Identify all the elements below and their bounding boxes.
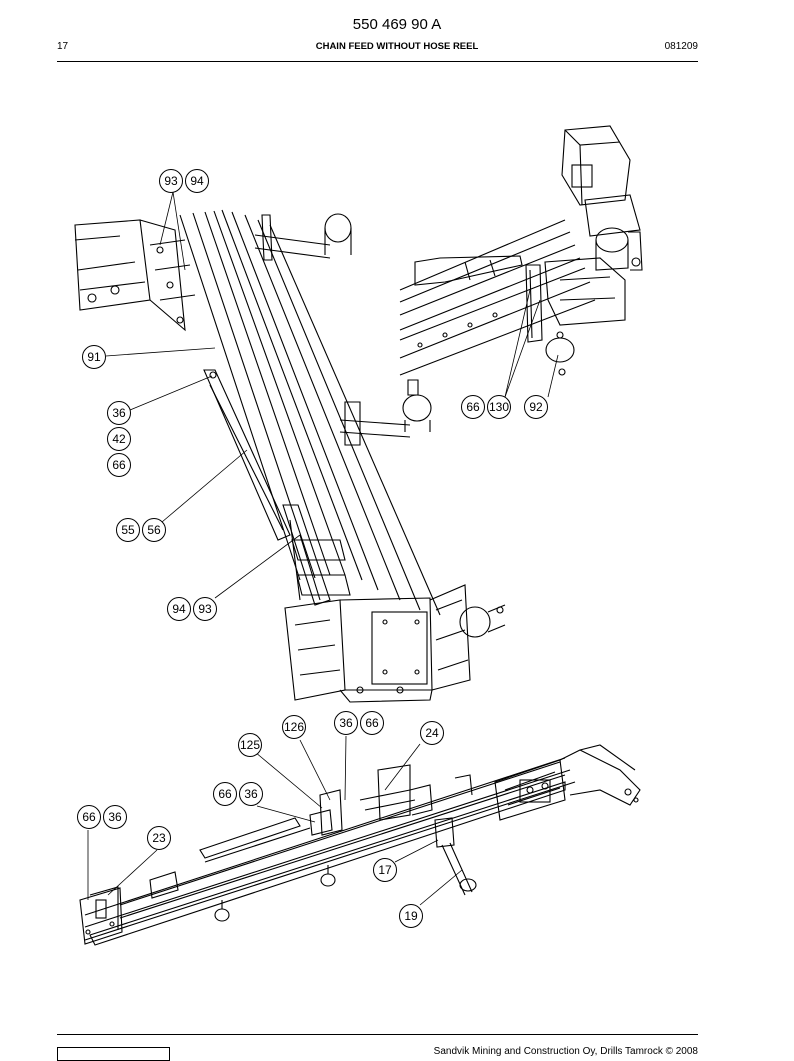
callout-66: 66 [213, 782, 237, 806]
callout-66: 66 [461, 395, 485, 419]
callout-91: 91 [82, 345, 106, 369]
callout-19: 19 [399, 904, 423, 928]
callout-24: 24 [420, 721, 444, 745]
header-rule [57, 61, 698, 62]
document-code: 550 469 90 A [352, 16, 442, 33]
callout-126: 126 [282, 715, 306, 739]
footer-rule [57, 1034, 698, 1035]
callout-36: 36 [103, 805, 127, 829]
callout-42: 42 [107, 427, 131, 451]
leader-lines-upper [105, 191, 559, 599]
callout-94: 94 [167, 597, 191, 621]
callout-94: 94 [185, 169, 209, 193]
feed-beam-assembly [74, 209, 506, 703]
rotation-cradle [399, 125, 643, 396]
page-number: 17 [57, 41, 69, 52]
callout-125: 125 [238, 733, 262, 757]
callout-93: 93 [159, 169, 183, 193]
callout-56: 56 [142, 518, 166, 542]
callout-130: 130 [487, 395, 511, 419]
sandvik-logo [57, 1047, 170, 1061]
callout-36: 36 [334, 711, 358, 735]
callout-36: 36 [239, 782, 263, 806]
callout-17: 17 [373, 858, 397, 882]
callout-93: 93 [193, 597, 217, 621]
callout-66: 66 [77, 805, 101, 829]
callout-36: 36 [107, 401, 131, 425]
footer-copyright: Sandvik Mining and Construction Oy, Dril… [433, 1046, 698, 1057]
callout-92: 92 [524, 395, 548, 419]
callout-66: 66 [107, 453, 131, 477]
leader-lines-lower [87, 735, 463, 906]
chain-feed-assembly [79, 744, 641, 946]
page-title: CHAIN FEED WITHOUT HOSE REEL [315, 41, 479, 52]
document-date: 081209 [664, 41, 698, 52]
callout-66: 66 [360, 711, 384, 735]
callout-23: 23 [147, 826, 171, 850]
callout-55: 55 [116, 518, 140, 542]
